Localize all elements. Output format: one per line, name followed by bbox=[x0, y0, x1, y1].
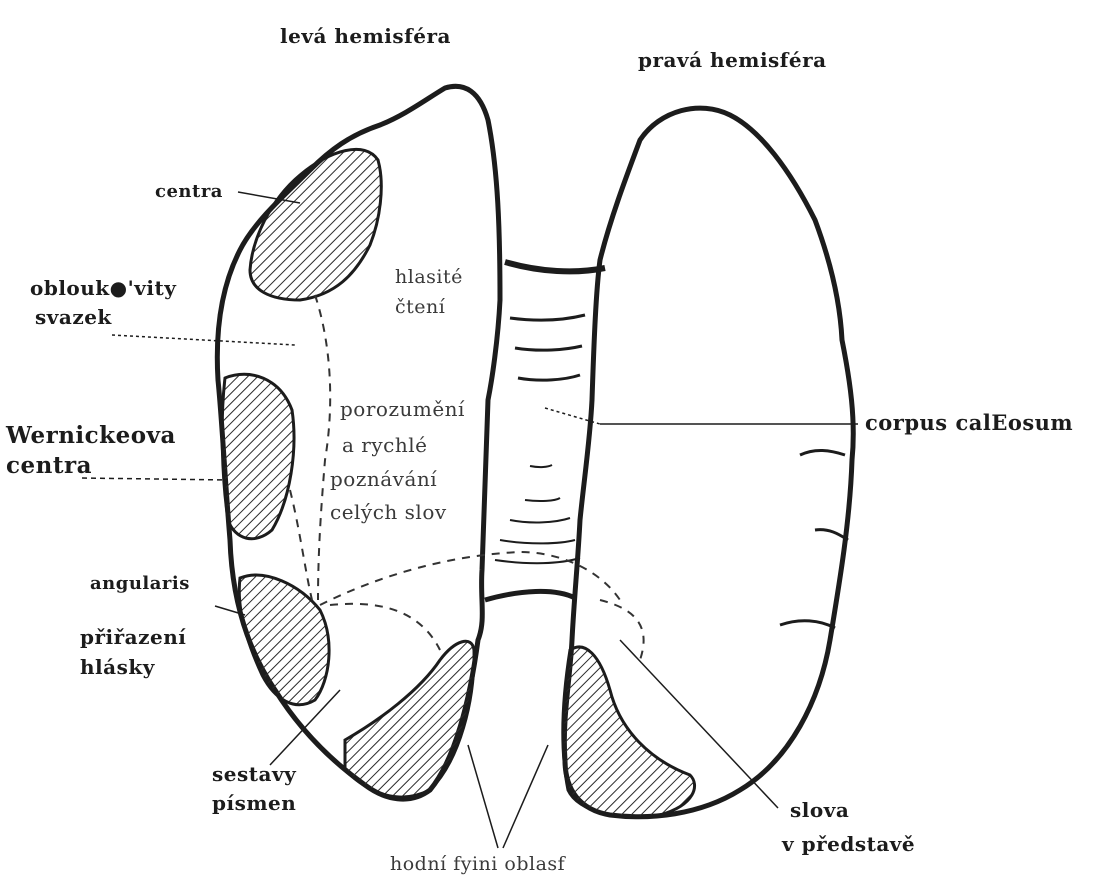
area-visual-right bbox=[563, 647, 695, 817]
area-angularis bbox=[239, 575, 329, 705]
label-left-hemisphere: levá hemisféra bbox=[280, 24, 451, 48]
label-porozumeni-4: celých slov bbox=[330, 500, 447, 524]
label-corpus-callosum: corpus calEosum bbox=[865, 411, 1073, 435]
area-wernicke bbox=[222, 374, 294, 538]
label-centra: centra bbox=[155, 180, 223, 204]
label-hlasite-2: čtení bbox=[395, 295, 445, 319]
label-angularis: angularis bbox=[90, 572, 190, 596]
label-hlasite-1: hlasité bbox=[395, 265, 463, 289]
corpus-callosum-bands bbox=[485, 262, 605, 600]
label-slova-1: slova bbox=[790, 798, 849, 822]
label-arcuate-2: svazek bbox=[35, 305, 112, 329]
label-prirazeni-2: hlásky bbox=[80, 655, 155, 679]
label-wernicke-1: Wernickeova bbox=[6, 424, 176, 448]
label-prirazeni-1: přiřazení bbox=[80, 625, 186, 649]
label-arcuate-1: oblouk●'vity bbox=[30, 276, 176, 300]
label-sestavy-2: písmen bbox=[212, 791, 296, 815]
label-right-hemisphere: pravá hemisféra bbox=[638, 48, 827, 72]
leader-lines bbox=[82, 192, 858, 848]
label-zrakova-oblast: hodní fyini oblasf bbox=[390, 852, 565, 876]
label-slova-2: v představě bbox=[782, 832, 915, 856]
label-porozumeni-2: a rychlé bbox=[342, 433, 427, 457]
area-frontal-centre bbox=[250, 149, 381, 300]
label-wernicke-2: centra bbox=[6, 454, 92, 478]
label-porozumeni-1: porozumění bbox=[340, 397, 465, 421]
label-porozumeni-3: poznávání bbox=[330, 467, 437, 491]
label-sestavy-1: sestavy bbox=[212, 762, 296, 786]
area-visual-left bbox=[345, 641, 474, 797]
